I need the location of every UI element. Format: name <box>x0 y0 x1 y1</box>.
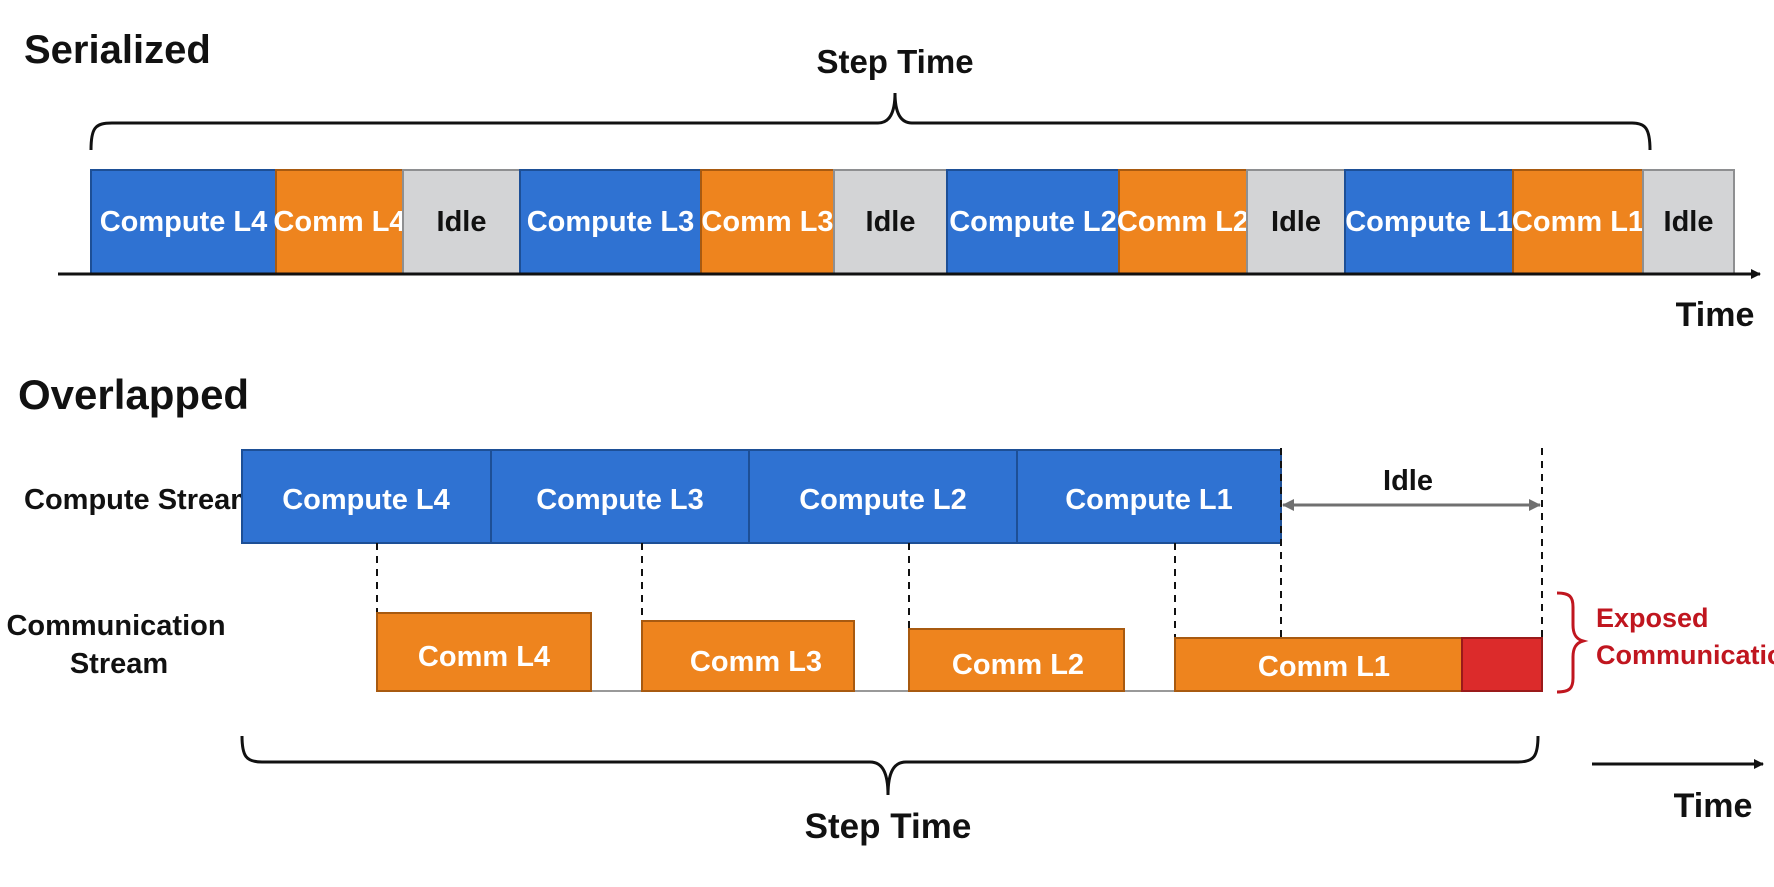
comm-stream-block-l3 <box>641 620 855 692</box>
serialized-block-label-compute-l3-4: Compute L3 <box>527 206 695 238</box>
comm-stream-label-l3: Comm L3 <box>690 646 822 678</box>
serialized-step-time-label: Step Time <box>816 43 973 80</box>
serialized-block-label-comm-l3-5: Comm L3 <box>701 206 833 238</box>
serialized-block-label-idle-6: Idle <box>866 206 916 238</box>
serialized-block-label-idle-9: Idle <box>1271 206 1321 238</box>
serialized-block-label-comm-l1-11: Comm L1 <box>1512 206 1644 238</box>
compute-stream-block-l3 <box>490 449 750 544</box>
compute-stream-block-l1 <box>1016 449 1282 544</box>
exposed-communication-block <box>1461 637 1543 692</box>
comm-stream-label-line2: Stream <box>70 648 168 680</box>
compute-stream-block-l2 <box>748 449 1018 544</box>
serialized-block-comm-l4-2 <box>275 169 404 275</box>
serialized-block-idle-12 <box>1642 169 1735 275</box>
serialized-block-comm-l2-8 <box>1118 169 1248 275</box>
serialized-block-compute-l4-1 <box>90 169 277 275</box>
compute-stream-label-l2: Compute L2 <box>799 484 967 516</box>
overlapped-step-time-brace <box>240 735 1540 796</box>
serialized-block-compute-l3-4 <box>519 169 702 275</box>
comm-stream-blocks: Comm L4 Comm L3 Comm L2 Comm L1 <box>376 612 1543 692</box>
overlapped-time-label: Time <box>1674 787 1753 825</box>
serialized-block-label-compute-l4-1: Compute L4 <box>100 206 268 238</box>
serialized-block-idle-3 <box>402 169 521 275</box>
serialized-time-label: Time <box>1676 296 1755 334</box>
exposed-communication-brace <box>1556 591 1589 694</box>
compute-stream-label-l3: Compute L3 <box>536 484 704 516</box>
serialized-block-idle-6 <box>833 169 948 275</box>
overlapped-step-time-label: Step Time <box>805 807 972 846</box>
serialized-title: Serialized <box>24 28 211 72</box>
serialized-block-label-idle-3: Idle <box>437 206 487 238</box>
comm-stream-label-line1: Communication <box>6 610 225 642</box>
compute-stream-label-l4: Compute L4 <box>282 484 450 516</box>
compute-stream-bar: Compute L4 Compute L3 Compute L2 Compute… <box>241 449 1282 544</box>
serialized-block-label-comm-l2-8: Comm L2 <box>1117 206 1249 238</box>
comm-stream-label-l2: Comm L2 <box>952 649 1084 681</box>
serialized-block-label-compute-l2-7: Compute L2 <box>949 206 1117 238</box>
compute-stream-label-l1: Compute L1 <box>1065 484 1233 516</box>
serialized-block-label-comm-l4-2: Comm L4 <box>273 206 405 238</box>
exposed-communication-label-line2: Communication <box>1596 640 1774 670</box>
serialized-block-compute-l1-10 <box>1344 169 1514 275</box>
overlapped-title: Overlapped <box>18 371 249 418</box>
comm-stream-label-l4: Comm L4 <box>418 641 550 673</box>
overlapped-idle-label: Idle <box>1383 465 1433 497</box>
serialized-block-label-idle-12: Idle <box>1664 206 1714 238</box>
comm-stream-block-l4 <box>376 612 592 692</box>
comm-stream-block-l2 <box>908 628 1125 692</box>
serialized-step-time-brace <box>89 92 1652 151</box>
comm-stream-block-l1 <box>1174 637 1463 692</box>
compute-stream-block-l4 <box>241 449 492 544</box>
comm-stream-label-l1: Comm L1 <box>1258 651 1390 683</box>
compute-stream-label: Compute Stream <box>24 484 256 516</box>
serialized-block-label-compute-l1-10: Compute L1 <box>1345 206 1513 238</box>
exposed-communication-label-line1: Exposed <box>1596 603 1709 633</box>
